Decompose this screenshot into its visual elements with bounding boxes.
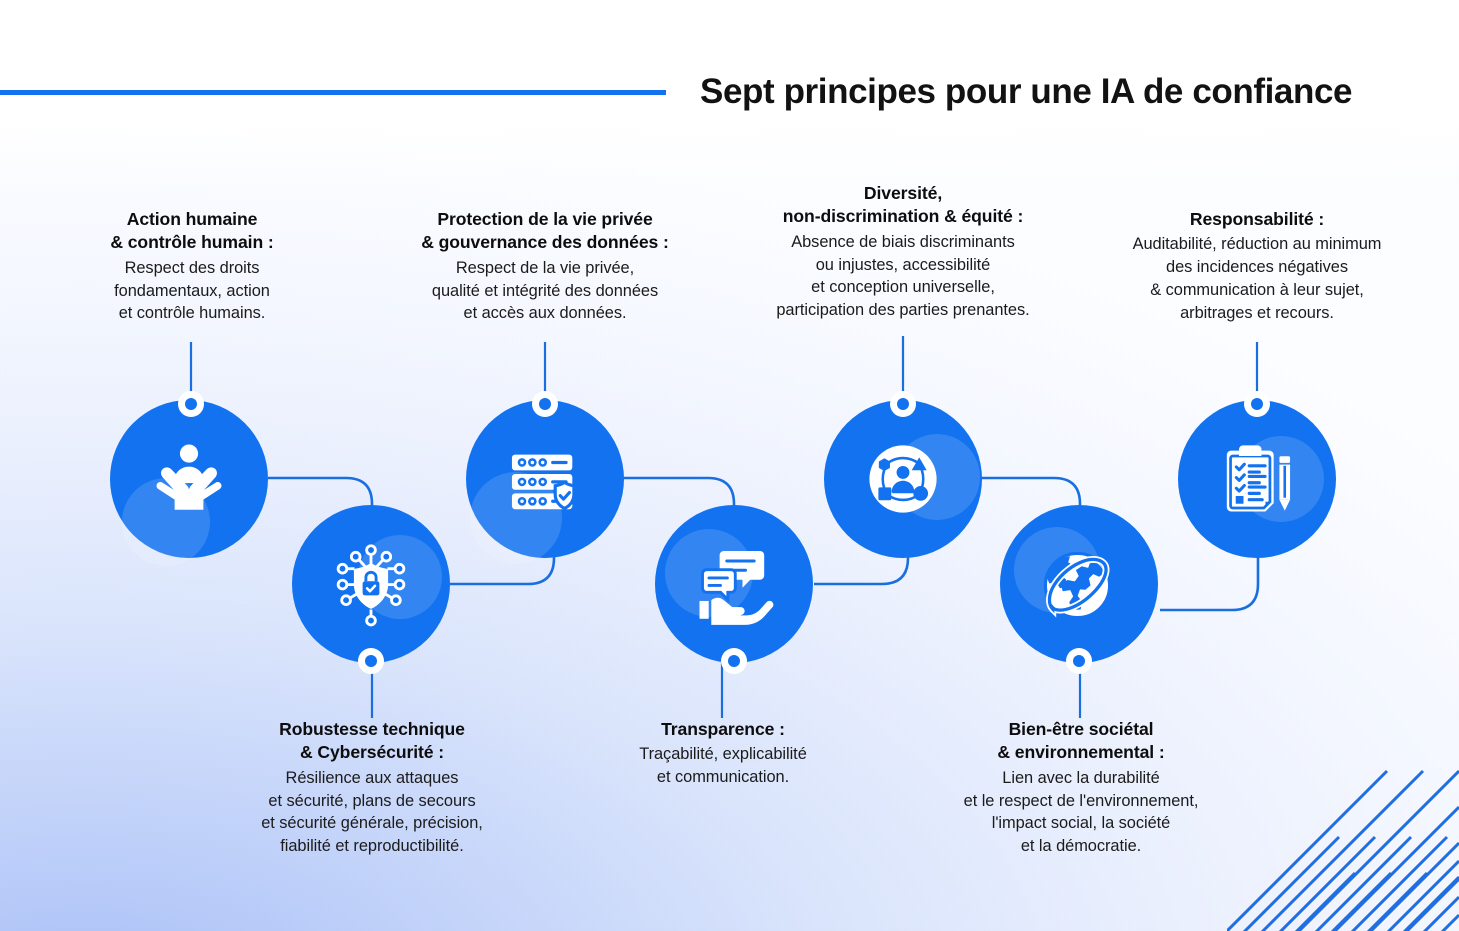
- principle-heading: Diversité, non-discrimination & équité :: [782, 183, 1024, 227]
- globe-orbit-icon: [1000, 505, 1158, 663]
- principle-body: Traçabilité, explicabilité et communicat…: [639, 745, 807, 787]
- principle-heading: Responsabilité :: [1189, 209, 1325, 229]
- connector-5-6: [978, 476, 1082, 519]
- diversity-shapes-person-icon: [824, 400, 982, 558]
- text-block-action-humaine: Action humaine & contrôle humain : Respe…: [56, 208, 328, 325]
- background-top-fade: [0, 0, 1459, 190]
- text-block-bien-etre-societal: Bien-être sociétal & environnemental : L…: [928, 718, 1234, 858]
- principle-heading: Robustesse technique & Cybersécurité :: [279, 719, 465, 763]
- clipboard-checklist-pencil-icon: [1178, 400, 1336, 558]
- text-block-robustesse-technique: Robustesse technique & Cybersécurité : R…: [216, 718, 528, 858]
- principle-heading: Protection de la vie privée & gouvernanc…: [421, 209, 669, 253]
- text-block-diversite: Diversité, non-discrimination & équité :…: [728, 182, 1078, 322]
- principle-body: Résilience aux attaques et sécurité, pla…: [261, 768, 483, 856]
- connector-2-3: [450, 546, 556, 586]
- node-pin-bien-etre-societal: [1066, 648, 1092, 674]
- principle-node-responsabilite[interactable]: [1178, 391, 1336, 558]
- node-pin-responsabilite: [1244, 391, 1270, 417]
- node-pin-action-humaine: [178, 391, 204, 417]
- corner-lines-svg: [1227, 769, 1459, 931]
- principle-node-protection-vie-privee[interactable]: [466, 391, 624, 564]
- hand-chat-bubbles-icon: [655, 505, 813, 663]
- corner-diagonal-decoration: [1227, 699, 1459, 931]
- principle-heading: Bien-être sociétal & environnemental :: [997, 719, 1165, 763]
- node-pin-transparence: [721, 648, 747, 674]
- node-pin-protection-vie-privee: [532, 391, 558, 417]
- principle-node-action-humaine[interactable]: [110, 391, 268, 566]
- hands-holding-person-icon: [110, 400, 268, 558]
- header-accent-rule: [0, 90, 666, 95]
- text-block-protection-vie-privee: Protection de la vie privée & gouvernanc…: [384, 208, 706, 325]
- principle-body: Respect des droits fondamentaux, action …: [114, 258, 270, 323]
- server-shield-check-icon: [466, 400, 624, 558]
- principle-body: Auditabilité, réduction au minimum des i…: [1132, 235, 1382, 322]
- connector-3-4: [622, 476, 736, 519]
- text-block-transparence: Transparence : Traçabilité, explicabilit…: [592, 718, 854, 789]
- node-pin-diversite: [890, 391, 916, 417]
- principle-heading: Action humaine & contrôle humain :: [110, 209, 274, 253]
- principle-node-bien-etre-societal[interactable]: [1000, 505, 1158, 674]
- principle-node-transparence[interactable]: [655, 505, 813, 674]
- principle-node-robustesse-technique[interactable]: [292, 505, 450, 674]
- principle-node-diversite[interactable]: [824, 391, 982, 558]
- connector-6-7: [1160, 546, 1260, 612]
- text-block-responsabilite: Responsabilité : Auditabilité, réduction…: [1092, 208, 1422, 325]
- page-title: Sept principes pour une IA de confiance: [700, 72, 1353, 111]
- shield-lock-network-icon: [292, 505, 450, 663]
- connector-1-2: [268, 476, 374, 519]
- principle-heading: Transparence :: [661, 719, 785, 739]
- principle-body: Absence de biais discriminants ou injust…: [776, 232, 1030, 320]
- principle-body: Lien avec la durabilité et le respect de…: [963, 768, 1199, 856]
- node-pin-robustesse-technique: [358, 648, 384, 674]
- principle-body: Respect de la vie privée, qualité et int…: [431, 258, 659, 323]
- connector-4-5: [814, 546, 910, 586]
